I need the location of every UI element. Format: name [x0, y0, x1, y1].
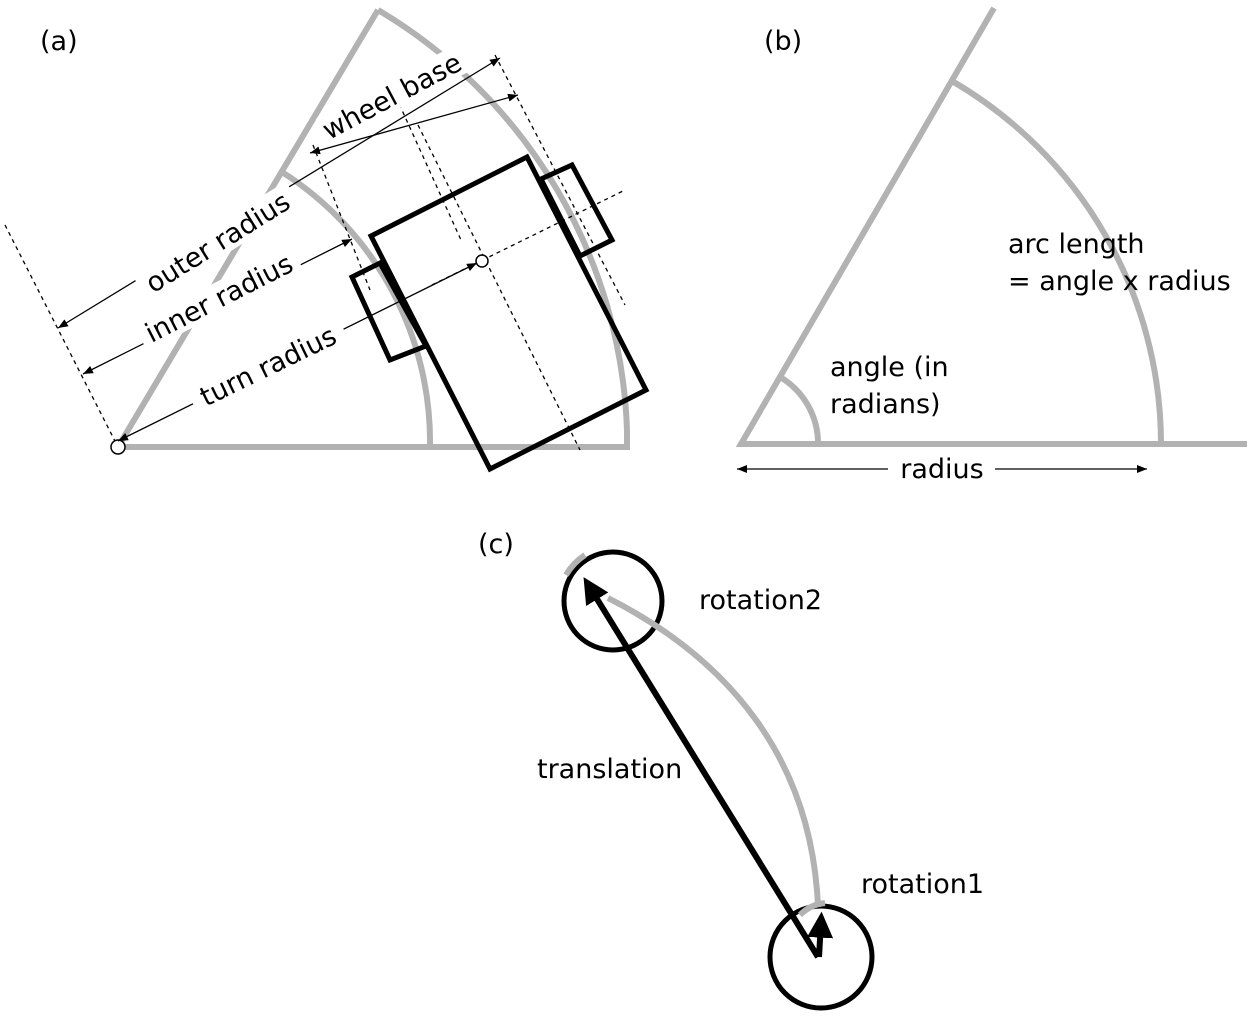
turn-radius-label: turn radius	[195, 321, 341, 414]
panel-c: (c) rotation2 translation rotation1	[478, 529, 984, 1011]
rotation2-label: rotation2	[699, 585, 822, 616]
wedge-baseline	[118, 430, 630, 450]
wheel-base-label-group: wheel base	[315, 45, 468, 146]
arc-length-text: arc length	[1008, 229, 1145, 260]
outer-wheel	[537, 161, 616, 260]
radius-text: radius	[900, 454, 983, 485]
arc-length-arc	[950, 78, 1164, 445]
panel-a: (a) wheel base outer radius	[4, 7, 650, 473]
rotation1-arc	[797, 900, 826, 918]
turn-radius-label-group: turn radius	[185, 315, 350, 416]
driven-arc-path	[606, 595, 821, 908]
panel-b-tag: (b)	[764, 26, 802, 57]
radius-reference-line	[4, 224, 119, 448]
axle-center-point	[475, 254, 489, 268]
arc-length-formula-text: = angle x radius	[1008, 266, 1231, 297]
angle-arc	[778, 374, 822, 445]
angle-text: angle (in	[830, 352, 949, 383]
end-pose-circle	[561, 549, 665, 653]
panel-a-tag: (a)	[40, 26, 78, 57]
start-heading-arrow	[807, 911, 834, 958]
outer-radius-arc	[376, 7, 630, 431]
sector-edges	[735, 6, 1247, 447]
rotation2-arc	[563, 552, 587, 577]
translation-label: translation	[537, 754, 682, 785]
panel-c-tag: (c)	[478, 529, 514, 560]
angle-units-text: radians)	[830, 389, 941, 420]
rotation1-label: rotation1	[861, 869, 984, 900]
panel-b: (b) arc length = angle x radius angle (i…	[735, 6, 1247, 485]
pivot-point	[110, 439, 126, 455]
wheel-base-label: wheel base	[318, 47, 468, 146]
translation-arrow	[583, 577, 821, 959]
wheelbase-right-guide	[494, 54, 626, 306]
vehicle-body	[367, 153, 650, 473]
